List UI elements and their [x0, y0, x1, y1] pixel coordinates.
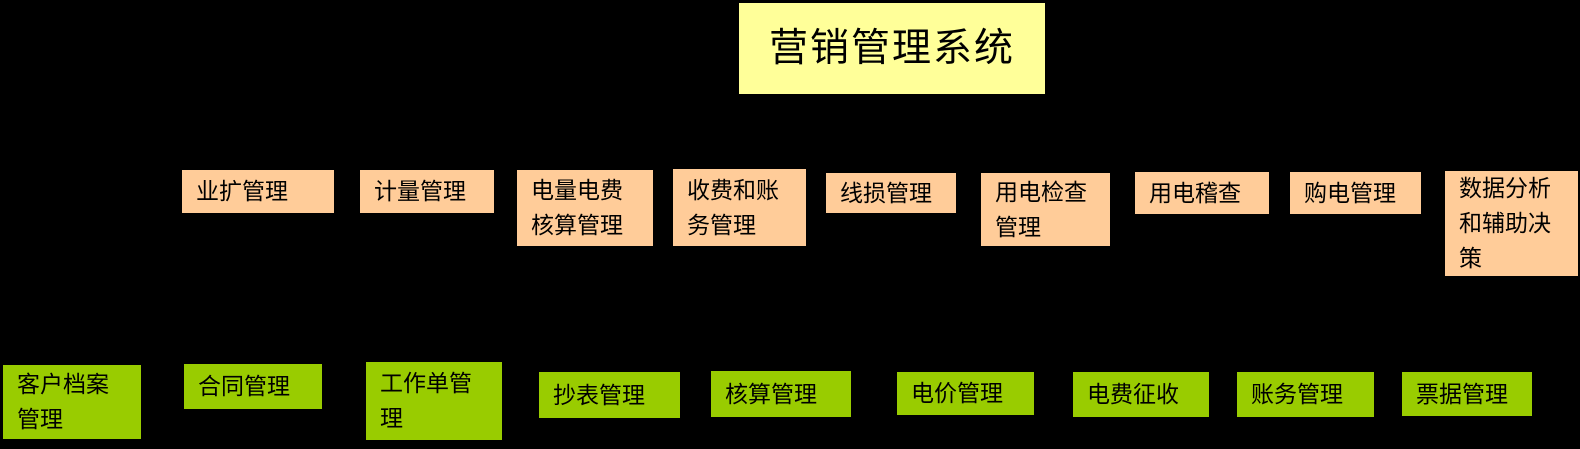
meter-reading-mgmt-box: 抄表管理: [539, 372, 680, 418]
account-mgmt-box: 账务管理: [1237, 372, 1374, 417]
contract-mgmt-box: 合同管理: [184, 364, 322, 409]
accounting-mgmt-box: 核算管理: [711, 371, 851, 417]
charging-accounting-mgmt-box: 收费和账 务管理: [673, 169, 806, 246]
system-title-node: 营销管理系统: [739, 3, 1045, 94]
data-analysis-decision-support-box: 数据分析 和辅助决 策: [1445, 171, 1578, 276]
electricity-fee-collection-box: 电费征收: [1073, 372, 1209, 417]
line-loss-mgmt-box: 线损管理: [826, 173, 956, 213]
invoice-mgmt-box: 票据管理: [1402, 372, 1532, 416]
power-use-audit-box: 用电稽查: [1135, 172, 1269, 214]
work-order-mgmt-box: 工作单管 理: [366, 362, 502, 440]
metering-mgmt-box: 计量管理: [360, 170, 494, 213]
business-expansion-mgmt-box: 业扩管理: [182, 170, 334, 213]
power-use-inspection-mgmt-box: 用电检查 管理: [981, 173, 1110, 246]
electricity-price-mgmt-box: 电价管理: [897, 372, 1034, 415]
power-purchase-mgmt-box: 购电管理: [1290, 172, 1421, 214]
energy-fee-accounting-mgmt-box: 电量电费 核算管理: [517, 170, 653, 246]
customer-archive-mgmt-box: 客户档案 管理: [3, 365, 141, 439]
